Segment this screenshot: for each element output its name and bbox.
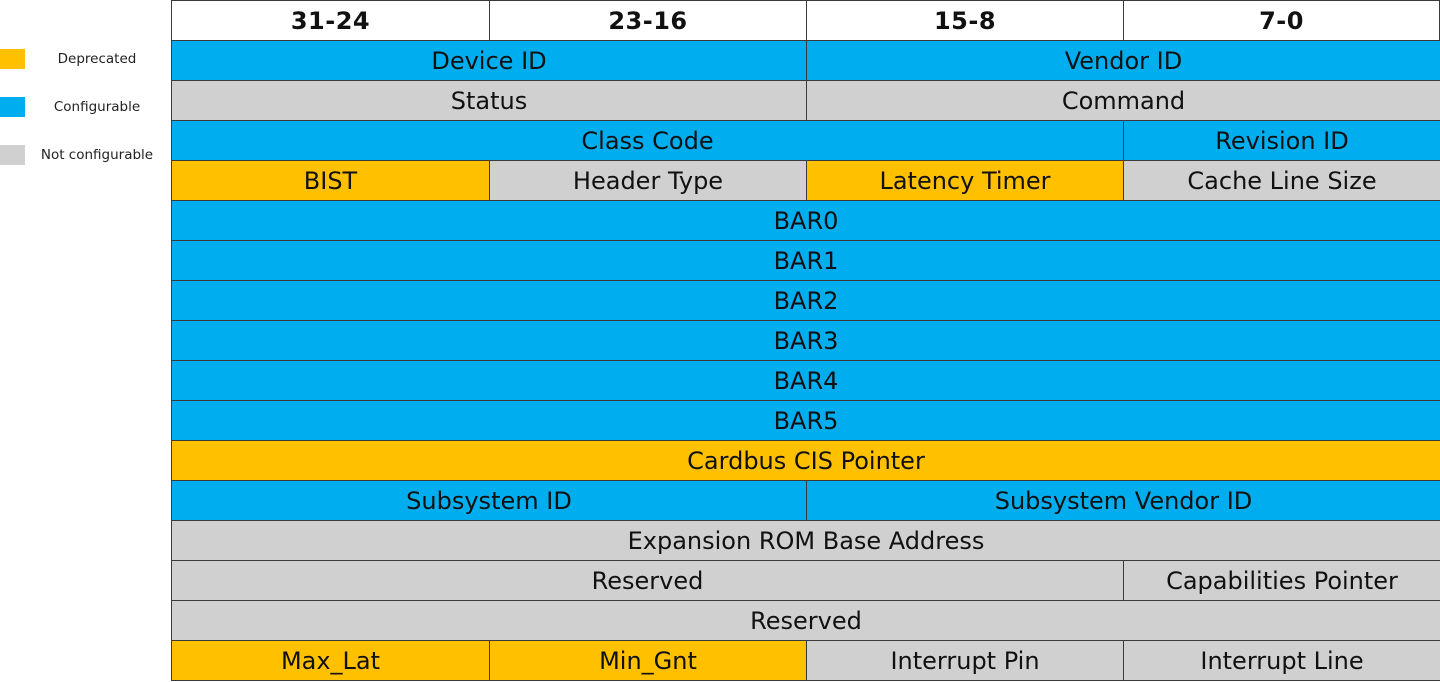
register-field-bar1: BAR1 [171, 240, 1440, 281]
register-field-revision-id: Revision ID [1123, 120, 1440, 161]
register-field-reserved: Reserved [171, 600, 1440, 641]
header-bits-31-24: 31-24 [171, 0, 490, 41]
register-field-status: Status [171, 80, 807, 121]
legend-label-deprecated: Deprecated [57, 51, 137, 67]
legend: Deprecated Configurable Not configurable [0, 0, 170, 200]
register-field-latency-timer: Latency Timer [806, 160, 1124, 201]
register-field-bar5: BAR5 [171, 400, 1440, 441]
register-field-command: Command [806, 80, 1440, 121]
register-field-bar2: BAR2 [171, 280, 1440, 321]
header-bits-15-8: 15-8 [806, 0, 1124, 41]
register-field-device-id: Device ID [171, 40, 807, 81]
legend-item-deprecated: Deprecated [0, 49, 170, 69]
legend-item-not-configurable: Not configurable [0, 145, 170, 165]
register-field-subsystem-id: Subsystem ID [171, 480, 807, 521]
register-field-class-code: Class Code [171, 120, 1124, 161]
header-bits-23-16: 23-16 [489, 0, 807, 41]
legend-label-configurable: Configurable [53, 99, 141, 115]
legend-swatch-not-configurable [0, 145, 25, 165]
register-field-vendor-id: Vendor ID [806, 40, 1440, 81]
legend-item-configurable: Configurable [0, 97, 170, 117]
register-field-subsystem-vendor-id: Subsystem Vendor ID [806, 480, 1440, 521]
register-field-cardbus-cis-pointer: Cardbus CIS Pointer [171, 440, 1440, 481]
legend-label-not-configurable: Not configurable [40, 147, 154, 163]
legend-swatch-configurable [0, 97, 25, 117]
register-field-capabilities-pointer: Capabilities Pointer [1123, 560, 1440, 601]
register-field-reserved: Reserved [171, 560, 1124, 601]
register-field-interrupt-line: Interrupt Line [1123, 640, 1440, 681]
register-field-bar4: BAR4 [171, 360, 1440, 401]
register-field-cache-line-size: Cache Line Size [1123, 160, 1440, 201]
register-field-expansion-rom-base-address: Expansion ROM Base Address [171, 520, 1440, 561]
header-bits-7-0: 7-0 [1123, 0, 1440, 41]
register-field-min-gnt: Min_Gnt [489, 640, 807, 681]
register-field-header-type: Header Type [489, 160, 807, 201]
register-field-interrupt-pin: Interrupt Pin [806, 640, 1124, 681]
register-field-max-lat: Max_Lat [171, 640, 490, 681]
register-field-bist: BIST [171, 160, 490, 201]
register-field-bar3: BAR3 [171, 320, 1440, 361]
register-field-bar0: BAR0 [171, 200, 1440, 241]
legend-swatch-deprecated [0, 49, 25, 69]
